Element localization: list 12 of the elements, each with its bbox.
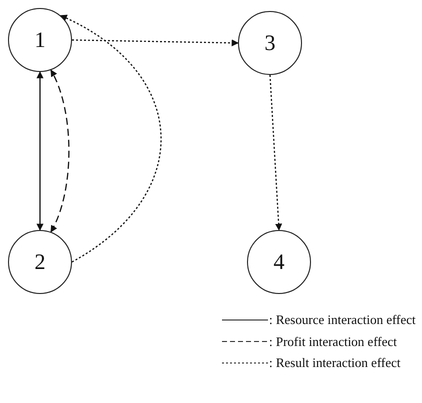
arrow: [36, 71, 44, 231]
arrow: [50, 69, 70, 233]
arrow: [60, 14, 162, 262]
legend-text: : Result interaction effect: [269, 355, 401, 371]
arrow: [72, 39, 239, 46]
node-number: 2: [34, 249, 46, 275]
arrow: [269, 74, 282, 231]
node-number: 3: [264, 30, 276, 56]
node-number: 1: [34, 27, 46, 53]
node-number: 4: [274, 249, 284, 275]
legend-text: : Resource interaction effect: [269, 312, 416, 328]
legend-text: : Profit interaction effect: [269, 334, 397, 350]
